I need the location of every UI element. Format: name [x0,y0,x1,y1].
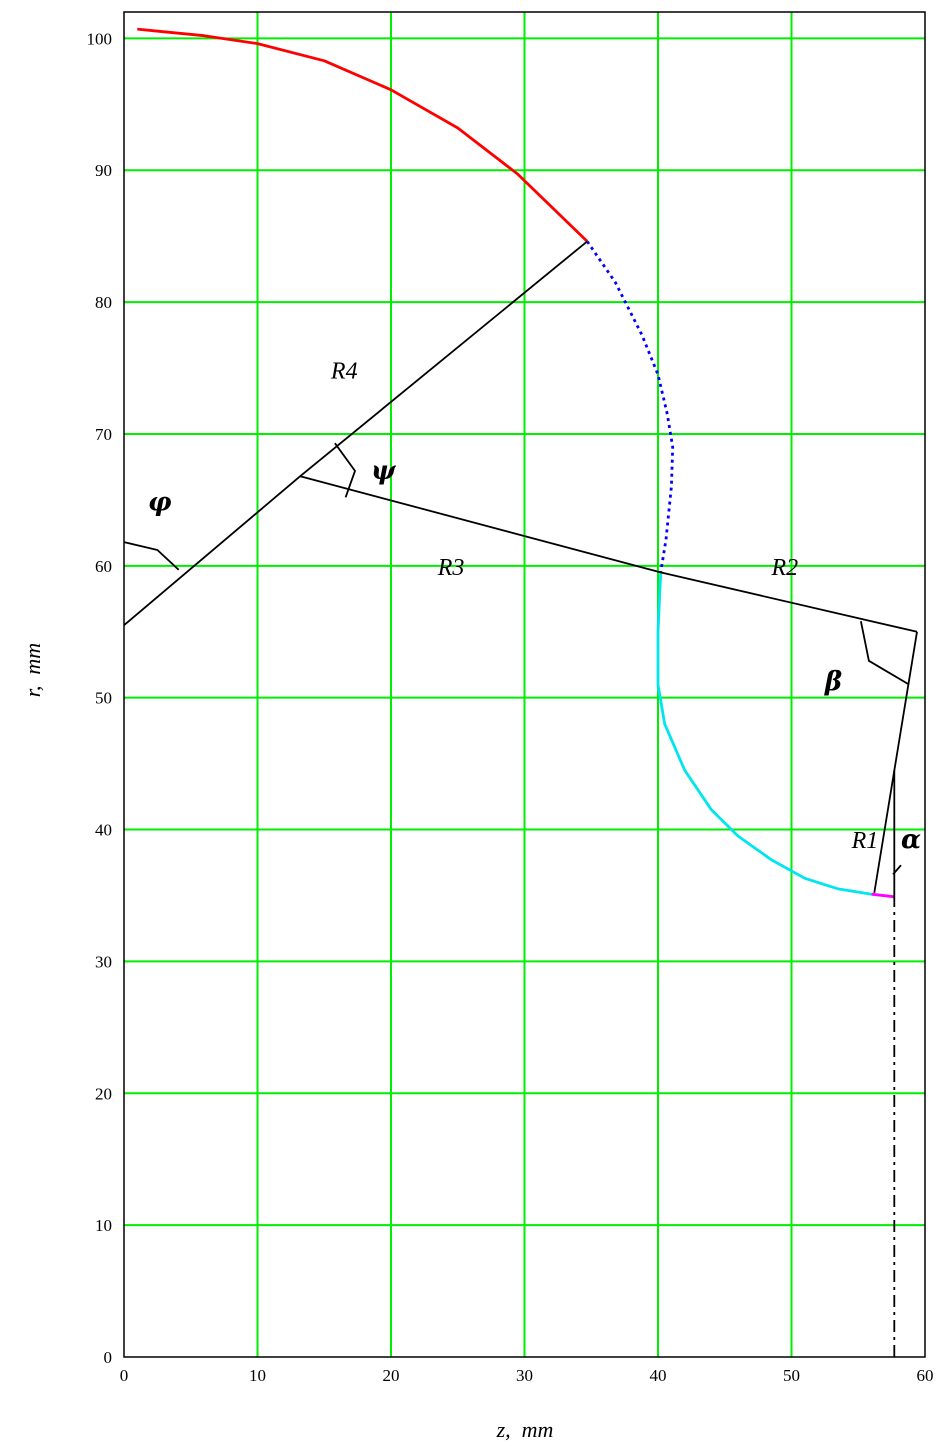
series-line [299,475,918,633]
series-line [871,892,895,899]
radius-label: R4 [330,359,358,385]
series-line [860,621,910,686]
y-tick-label: 40 [95,821,112,840]
x-tick-label: 50 [783,1366,800,1385]
y-axis-title: r, mm [20,643,45,697]
angle-label: ψ [371,456,397,486]
tick-labels: 0 10 20 30 40 50 60 0 10 20 30 40 50 60 70 80 90 100 [87,29,934,1385]
y-tick-label: 20 [95,1084,112,1103]
series-layer [123,27,918,1357]
series-line [123,541,180,571]
series-line [892,864,902,875]
x-tick-label: 40 [650,1366,667,1385]
x-tick-label: 10 [249,1366,266,1385]
x-tick-label: 0 [120,1366,129,1385]
series-line [656,572,872,896]
y-tick-label: 100 [87,29,113,48]
x-tick-label: 30 [516,1366,533,1385]
angle-label: β [824,667,842,697]
radius-label: R1 [851,828,879,854]
series-line [873,631,918,893]
y-tick-label: 80 [95,293,112,312]
y-tick-label: 30 [95,952,112,971]
x-tick-label: 60 [917,1366,934,1385]
plot-frame [123,11,926,1358]
x-tick-label: 20 [383,1366,400,1385]
radius-label: R2 [770,555,798,581]
angle-label: φ [148,487,172,517]
series-line [586,240,675,573]
y-tick-label: 90 [95,161,112,180]
radius-label: R3 [437,555,465,581]
grid [124,12,925,1357]
x-axis-title: z, mm [496,1417,554,1442]
y-tick-label: 60 [95,557,112,576]
y-tick-label: 70 [95,425,112,444]
y-tick-label: 50 [95,689,112,708]
angle-label: α [901,825,921,855]
series-line [334,442,356,498]
y-tick-label: 0 [104,1348,113,1367]
series-line [137,27,589,243]
y-tick-label: 10 [95,1216,112,1235]
